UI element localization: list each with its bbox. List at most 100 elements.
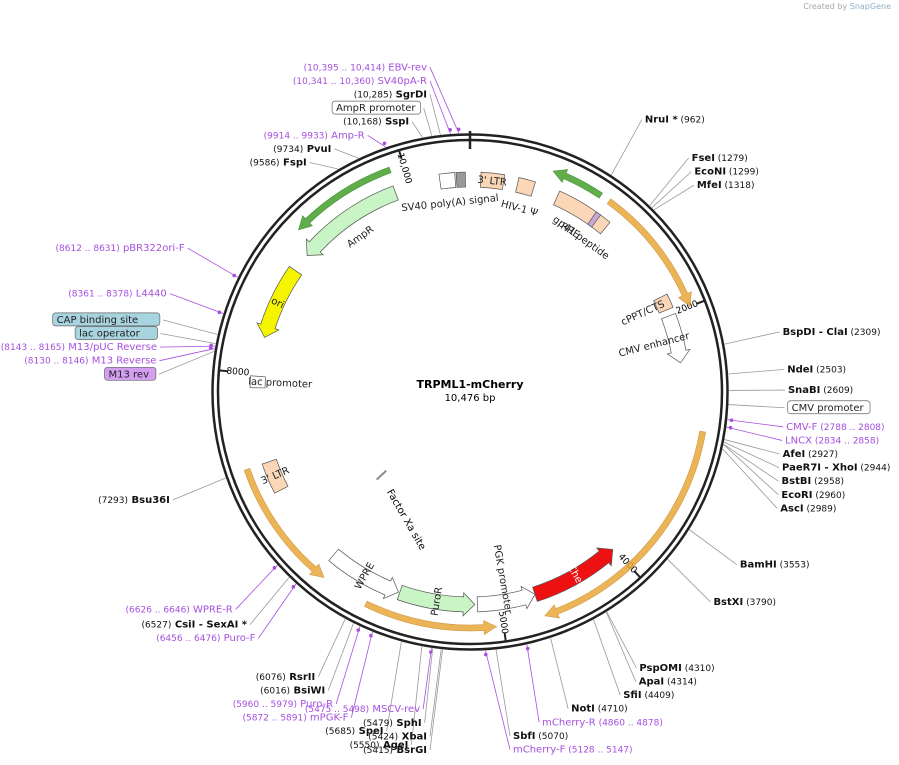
- label-name: CMV promoter: [792, 403, 865, 414]
- label-econi[interactable]: EcoNI (1299): [651, 167, 759, 209]
- label-text: (5479) SphI: [363, 718, 422, 729]
- feature-ampr[interactable]: [305, 185, 399, 256]
- label-name: lac operator: [79, 328, 140, 339]
- feature-label: AmpR: [345, 224, 376, 250]
- feature-mcherry[interactable]: [532, 547, 614, 602]
- feature-gp41-peptide[interactable]: [587, 211, 602, 228]
- feature-unnamed[interactable]: [455, 171, 466, 188]
- label-nrui[interactable]: NruI * (962): [610, 115, 705, 176]
- label-text: AfeI (2927): [783, 449, 838, 460]
- label-pvui[interactable]: (9734) PvuI: [273, 144, 359, 159]
- label-sspi[interactable]: (10,168) SspI: [343, 117, 423, 138]
- label-mcherry-r[interactable]: mCherry-R (4860 .. 4878): [525, 644, 663, 729]
- label-amp-r[interactable]: (9914 .. 9933) Amp-R: [264, 130, 387, 148]
- label-bsrgi[interactable]: (5415) BsrGI: [363, 649, 443, 756]
- label-rsrii[interactable]: (6076) RsrII: [256, 618, 346, 683]
- label-paer7i-xhoi[interactable]: PaeR7I - XhoI (2944): [723, 441, 890, 474]
- label-csii-sexai[interactable]: (6527) CsiI - SexAI *: [141, 577, 290, 631]
- label-sphi[interactable]: (5479) SphI: [363, 648, 434, 729]
- label-text: CMV-F (2788 .. 2808): [786, 422, 884, 433]
- label-text: (5415) BsrGI: [363, 745, 427, 756]
- label-afei[interactable]: AfeI (2927): [724, 439, 838, 460]
- label-asci[interactable]: AscI (2989): [722, 448, 837, 514]
- orf-arrow-1[interactable]: [544, 430, 706, 619]
- label-cmv-f[interactable]: CMV-F (2788 .. 2808): [727, 418, 885, 433]
- label-ecori[interactable]: EcoRI (2960): [723, 444, 846, 501]
- label-text: MfeI (1318): [697, 180, 755, 191]
- label-fsei[interactable]: FseI (1279): [649, 153, 748, 206]
- feature-rre[interactable]: [553, 190, 611, 235]
- label-lac-operator[interactable]: lac operator: [74, 326, 216, 345]
- label-noti[interactable]: NotI (4710): [550, 638, 628, 715]
- label-bamhi[interactable]: BamHI (3553): [689, 529, 810, 571]
- label-sgrdi[interactable]: (10,285) SgrDI: [354, 90, 441, 135]
- label-ebv-rev[interactable]: (10,395 .. 10,414) EBV-rev: [304, 62, 461, 134]
- label-m13-reverse[interactable]: (8130 .. 8146) M13 Reverse: [24, 346, 215, 367]
- plasmid-name: TRPML1-mCherry: [416, 378, 523, 391]
- label-bstxi[interactable]: BstXI (3790): [667, 559, 776, 608]
- label-mpgk-f[interactable]: (5872 .. 5891) mPGK-F: [242, 631, 373, 724]
- label-mcherry-f[interactable]: mCherry-F (5128 .. 5147): [483, 650, 633, 756]
- feature-lac-promoter[interactable]: [249, 375, 266, 389]
- label-lncx[interactable]: LNCX (2834 .. 2858): [726, 425, 880, 447]
- orf-arrow-3[interactable]: [243, 468, 325, 578]
- label-m13-puc-reverse[interactable]: (8143 .. 8165) M13/pUC Reverse: [1, 342, 216, 353]
- feature-puror[interactable]: [396, 585, 476, 617]
- feature-3-ltr[interactable]: [479, 171, 506, 190]
- label-mfei[interactable]: MfeI (1318): [653, 180, 755, 211]
- label-agei[interactable]: (5550) AgeI: [350, 646, 423, 751]
- label-pspomi[interactable]: PspOMI (4310): [606, 611, 715, 674]
- label-puro-r[interactable]: (5960 .. 5979) Puro-R: [233, 626, 361, 710]
- label-sfii[interactable]: SfiI (4409): [593, 619, 675, 702]
- feature-sv40-poly-a-signal[interactable]: [438, 172, 457, 190]
- feature-factor-xa-site[interactable]: [376, 469, 387, 481]
- label-puro-f[interactable]: (6456 .. 6476) Puro-F: [156, 583, 297, 644]
- label-cmv-promoter[interactable]: CMV promoter: [728, 400, 871, 415]
- label-sbfi[interactable]: SbfI (5070): [495, 649, 568, 742]
- label-bsiwi[interactable]: (6016) BsiWI: [260, 623, 354, 696]
- label-apai[interactable]: ApaI (4314): [605, 612, 697, 688]
- feature-hiv-1[interactable]: [515, 177, 536, 197]
- orf-arrow-2[interactable]: [364, 600, 498, 636]
- label-text: (5424) XbaI: [368, 731, 427, 742]
- label-snabi[interactable]: SnaBI (2609): [728, 385, 853, 396]
- label-spei[interactable]: (5685) SpeI: [325, 641, 402, 737]
- label-xbai[interactable]: (5424) XbaI: [368, 649, 442, 742]
- label-m13-rev[interactable]: M13 rev: [104, 350, 215, 381]
- feature-ori[interactable]: [256, 265, 303, 338]
- label-bstbi[interactable]: BstBI (2958): [723, 443, 844, 487]
- label-text: (10,168) SspI: [343, 117, 409, 128]
- label-text: BstXI (3790): [713, 597, 776, 608]
- label-cap-binding-site[interactable]: CAP binding site: [52, 312, 218, 335]
- label-ampr-promoter[interactable]: AmpR promoter: [331, 100, 433, 136]
- feature-pgk-promoter[interactable]: [476, 585, 536, 613]
- label-pbr322ori-f[interactable]: (8612 .. 8631) pBR322ori-F: [56, 243, 238, 278]
- orf-arrow-0[interactable]: [606, 198, 692, 307]
- label-text: PspOMI (4310): [639, 663, 714, 674]
- orf-arrow-4[interactable]: [552, 169, 603, 199]
- label-bsu36i[interactable]: (7293) Bsu36I: [98, 477, 226, 506]
- label-wpre-r[interactable]: (6626 .. 6646) WPRE-R: [126, 564, 278, 615]
- feature-cmv-enhancer[interactable]: [661, 312, 691, 364]
- label-text: LNCX (2834 .. 2858): [785, 435, 879, 446]
- label-bspdi-clai[interactable]: BspDI - ClaI (2309): [724, 327, 881, 345]
- label-sv40pa-r[interactable]: (10,341 .. 10,360) SV40pA-R: [293, 76, 452, 134]
- scale-tick-8000: [219, 369, 228, 373]
- label-text: (10,285) SgrDI: [354, 90, 427, 101]
- feature-label: ori: [269, 296, 285, 311]
- orf-arrow-5[interactable]: [298, 166, 392, 231]
- label-text: AscI (2989): [780, 503, 836, 514]
- feature-cppt-cts[interactable]: [653, 293, 674, 314]
- label-name: M13 rev: [109, 369, 150, 380]
- label-layer: NruI * (962)FseI (1279)EcoNI (1299)MfeI …: [1, 62, 891, 756]
- feature-wpre[interactable]: [328, 548, 399, 600]
- feature-label: 3' LTR: [477, 175, 508, 189]
- label-ndei[interactable]: NdeI (2503): [728, 364, 846, 375]
- label-mscv-rev[interactable]: (5475 .. 5498) MSCV-rev: [305, 648, 433, 715]
- label-fspi[interactable]: (9586) FspI: [250, 158, 339, 170]
- label-l4440[interactable]: (8361 .. 8378) L4440: [68, 289, 224, 315]
- scale-tick-label: 10,000: [395, 152, 414, 185]
- label-text: BamHI (3553): [740, 560, 810, 571]
- feature-3-ltr[interactable]: [261, 458, 289, 494]
